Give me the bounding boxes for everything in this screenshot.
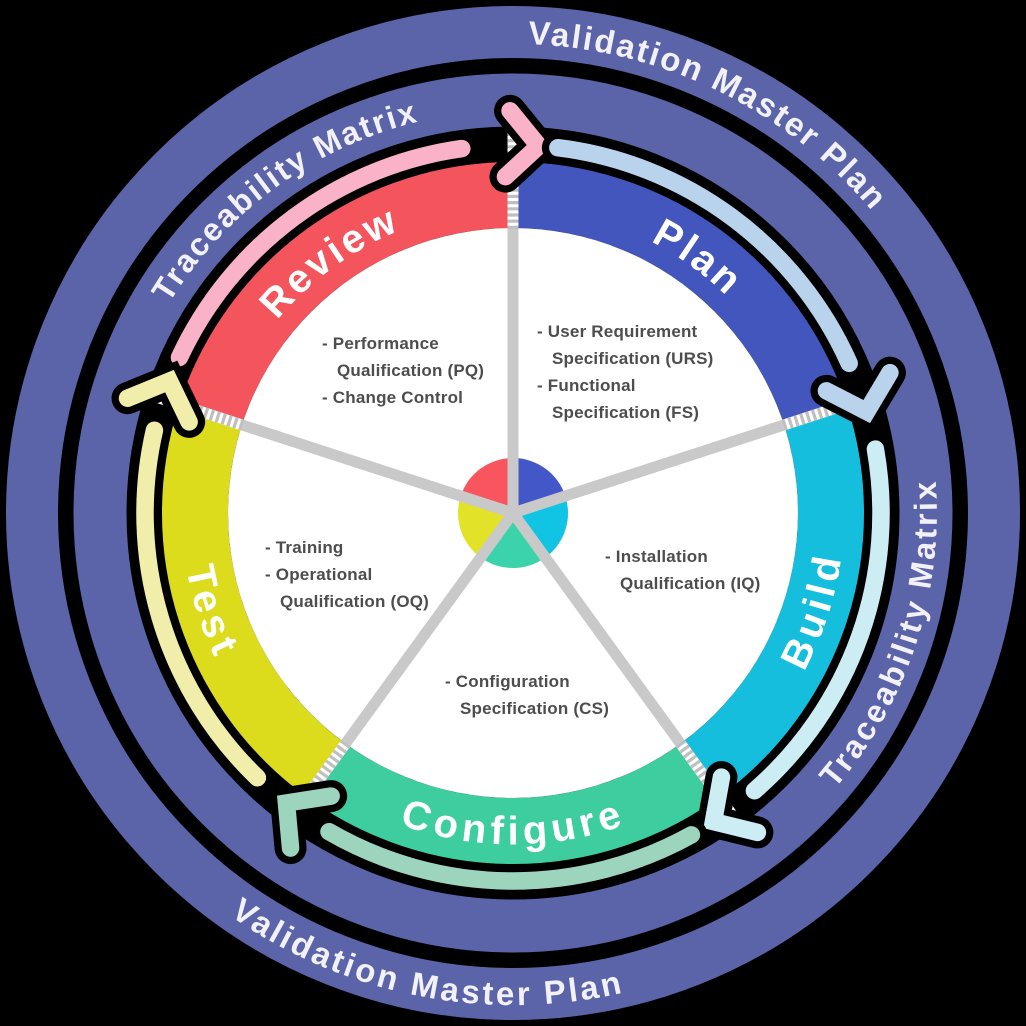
arrow-build-to-configure bbox=[695, 433, 897, 849]
segment-review bbox=[179, 162, 514, 426]
annotation-line: - Change Control bbox=[322, 388, 464, 407]
spoke bbox=[238, 419, 515, 519]
arrow-test-to-review bbox=[111, 360, 274, 794]
annotation-review: - Performance Qualification (PQ) - Chang… bbox=[322, 330, 484, 411]
annotation-line: - Functional bbox=[537, 376, 636, 395]
annotation-build: - Installation Qualification (IQ) bbox=[605, 543, 761, 597]
outer-ring bbox=[6, 6, 1020, 1020]
annotation-plan: - User Requirement Specification (URS) -… bbox=[537, 318, 714, 426]
arrow-review-to-plan bbox=[163, 94, 561, 374]
annotation-line: Qualification (IQ) bbox=[620, 574, 761, 593]
annotation-line: - Installation bbox=[605, 547, 708, 566]
annotation-line: Qualification (OQ) bbox=[280, 592, 430, 611]
arrow-body bbox=[276, 787, 701, 890]
annotation-test: - Training - Operational Qualification (… bbox=[265, 534, 429, 615]
arrow-plan-to-build bbox=[541, 131, 906, 433]
annotation-line: - User Requirement bbox=[537, 322, 698, 341]
annotation-configure: - Configuration Specification (CS) bbox=[445, 668, 609, 722]
segment-build bbox=[680, 404, 864, 797]
arrow-body bbox=[703, 440, 890, 842]
annotation-line: - Performance bbox=[322, 334, 439, 353]
spoke bbox=[508, 509, 687, 749]
hub-wedge-configure bbox=[480, 513, 546, 569]
arrow-body bbox=[118, 369, 267, 787]
annotation-line: Specification (CS) bbox=[460, 699, 610, 718]
arrow-body bbox=[549, 138, 899, 424]
annotation-line: - Training bbox=[265, 538, 344, 557]
segment-plan bbox=[512, 162, 847, 426]
segment-test bbox=[162, 404, 346, 797]
arrow-body bbox=[170, 102, 551, 367]
annotation-line: - Operational bbox=[265, 565, 373, 584]
annotation-line: Qualification (PQ) bbox=[337, 361, 485, 380]
annotation-line: Specification (URS) bbox=[552, 349, 714, 368]
spoke bbox=[511, 419, 788, 519]
spoke bbox=[339, 509, 518, 749]
arrow-configure-to-test bbox=[269, 780, 708, 897]
segment-configure bbox=[306, 743, 720, 864]
annotation-line: - Configuration bbox=[445, 672, 570, 691]
annotation-line: Specification (FS) bbox=[552, 403, 700, 422]
